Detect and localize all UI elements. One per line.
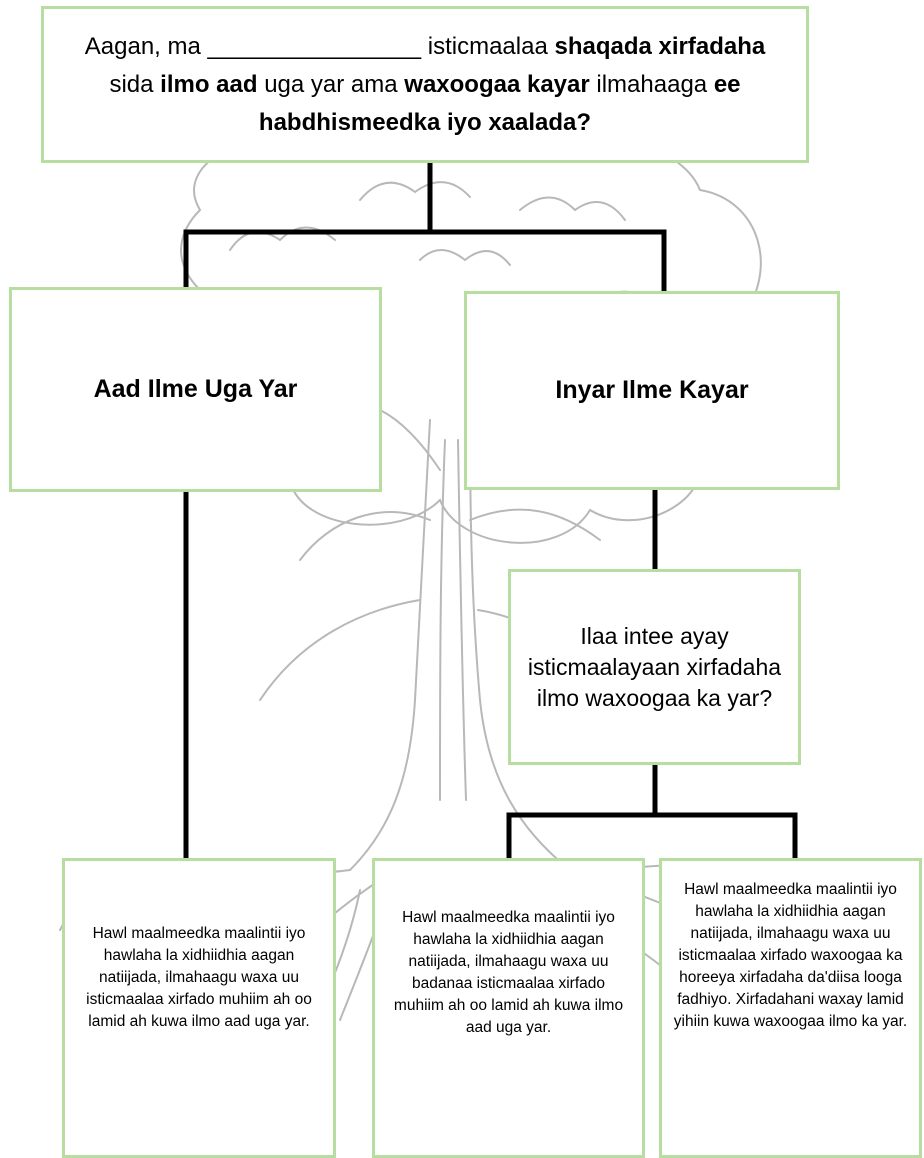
answer-box-2: Hawl maalmeedka maalintii iyo hawlaha la… bbox=[372, 858, 645, 1158]
answer-text-3: Hawl maalmeedka maalintii iyo hawlaha la… bbox=[673, 881, 908, 1030]
question-box: Aagan, ma ________________ isticmaalaa s… bbox=[41, 6, 809, 163]
follow-up-text: Ilaa intee ayay isticmaalayaan xirfadaha… bbox=[527, 622, 782, 711]
branch-right-box: Inyar Ilme Kayar bbox=[464, 291, 840, 490]
follow-up-box: Ilaa intee ayay isticmaalayaan xirfadaha… bbox=[508, 569, 801, 765]
question-bold-4: ee habdhismeedka iyo xaalada? bbox=[258, 70, 741, 136]
branch-left-title: Aad Ilme Uga Yar bbox=[93, 375, 298, 403]
question-text: Aagan, ma ________________ isticmaalaa s… bbox=[62, 28, 788, 142]
question-bold-1: shaqada xirfadaha bbox=[554, 32, 766, 60]
branch-right-title: Inyar Ilme Kayar bbox=[555, 376, 749, 404]
question-mid-1: sida bbox=[109, 70, 154, 98]
answer-box-1: Hawl maalmeedka maalintii iyo hawlaha la… bbox=[62, 858, 336, 1158]
answer-blank[interactable]: ________________ bbox=[207, 32, 422, 60]
answer-text-1: Hawl maalmeedka maalintii iyo hawlaha la… bbox=[86, 925, 312, 1030]
question-bold-3: waxoogaa kayar bbox=[404, 70, 590, 98]
question-mid-2: uga yar ama bbox=[264, 70, 398, 98]
question-prefix: Aagan, ma bbox=[84, 32, 201, 60]
question-bold-2: ilmo aad bbox=[160, 70, 258, 98]
question-suffix: isticmaalaa bbox=[427, 32, 548, 60]
question-mid-3: ilmahaaga bbox=[596, 70, 708, 98]
branch-left-box: Aad Ilme Uga Yar bbox=[9, 287, 382, 492]
answer-box-3: Hawl maalmeedka maalintii iyo hawlaha la… bbox=[659, 858, 922, 1158]
answer-text-2: Hawl maalmeedka maalintii iyo hawlaha la… bbox=[393, 909, 624, 1036]
